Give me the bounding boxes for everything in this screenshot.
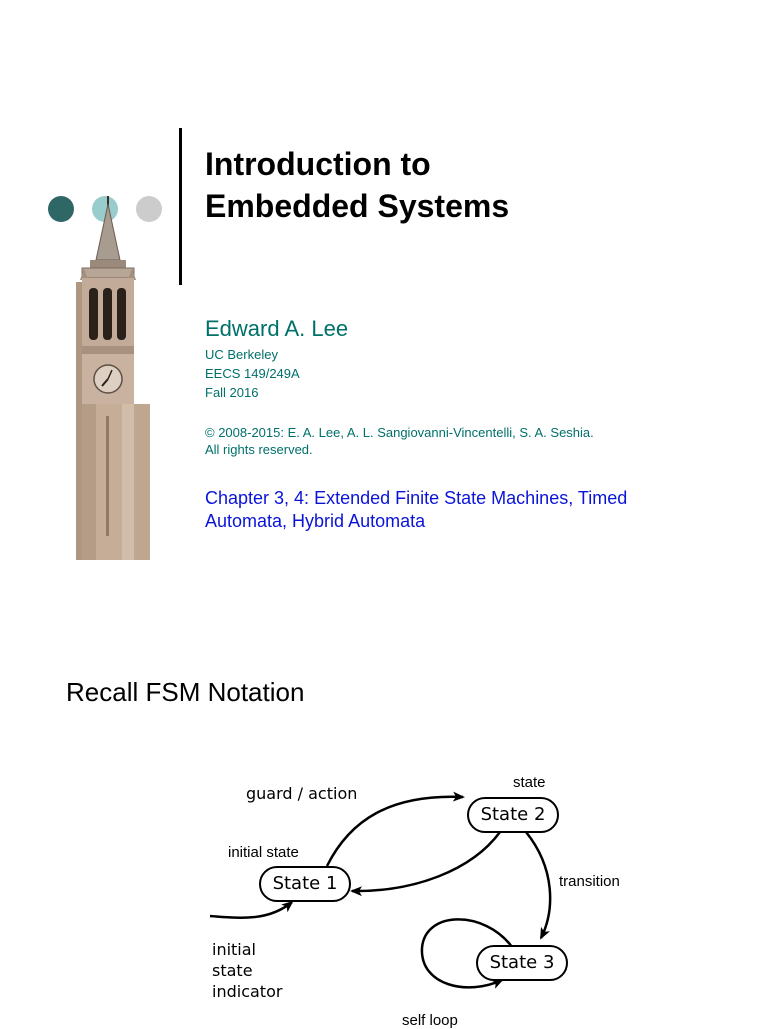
affiliation-term: Fall 2016 bbox=[205, 385, 259, 400]
label-transition: transition bbox=[559, 873, 620, 890]
chapter-line-1: Chapter 3, 4: Extended Finite State Mach… bbox=[205, 488, 628, 508]
label-guard-action: guard / action bbox=[246, 784, 358, 803]
state-node-state3: State 3 bbox=[476, 945, 568, 981]
author-name: Edward A. Lee bbox=[205, 316, 349, 341]
copyright-line-2: All rights reserved. bbox=[205, 442, 313, 457]
label-initial-state: initial state bbox=[228, 844, 299, 861]
affiliation-course: EECS 149/249A bbox=[205, 366, 300, 381]
fsm-diagram: State 1 State 2 State 3 guard / action s… bbox=[200, 760, 620, 1029]
slide-title-line-2: Embedded Systems bbox=[205, 188, 510, 224]
copyright-line-1: © 2008-2015: E. A. Lee, A. L. Sangiovann… bbox=[205, 425, 594, 440]
decorative-dot-grey bbox=[136, 196, 162, 222]
transition-arrow-state1-to-state2 bbox=[325, 791, 465, 867]
label-initial-state-indicator-line-1: initial bbox=[212, 940, 256, 959]
self-loop-arrow bbox=[420, 918, 514, 989]
campanile-tower-image bbox=[76, 196, 156, 560]
label-initial-state-indicator-line-3: indicator bbox=[212, 982, 283, 1001]
label-state: state bbox=[513, 774, 546, 791]
slide-title-line-1: Introduction to bbox=[205, 146, 431, 182]
slide-heading: Recall FSM Notation bbox=[66, 677, 305, 707]
label-self-loop: self loop bbox=[402, 1012, 458, 1029]
decorative-dot-dark bbox=[48, 196, 74, 222]
transition-arrow-state2-to-state3 bbox=[525, 831, 552, 940]
state-node-state2: State 2 bbox=[467, 797, 559, 833]
label-initial-state-indicator-line-2: state bbox=[212, 961, 253, 980]
transition-arrow-state2-to-state1 bbox=[350, 831, 502, 897]
initial-state-indicator-arrow bbox=[209, 900, 294, 919]
state-node-state1: State 1 bbox=[259, 866, 351, 902]
affiliation-university: UC Berkeley bbox=[205, 347, 278, 362]
chapter-line-2: Automata, Hybrid Automata bbox=[205, 511, 426, 531]
title-divider-line bbox=[179, 128, 182, 285]
